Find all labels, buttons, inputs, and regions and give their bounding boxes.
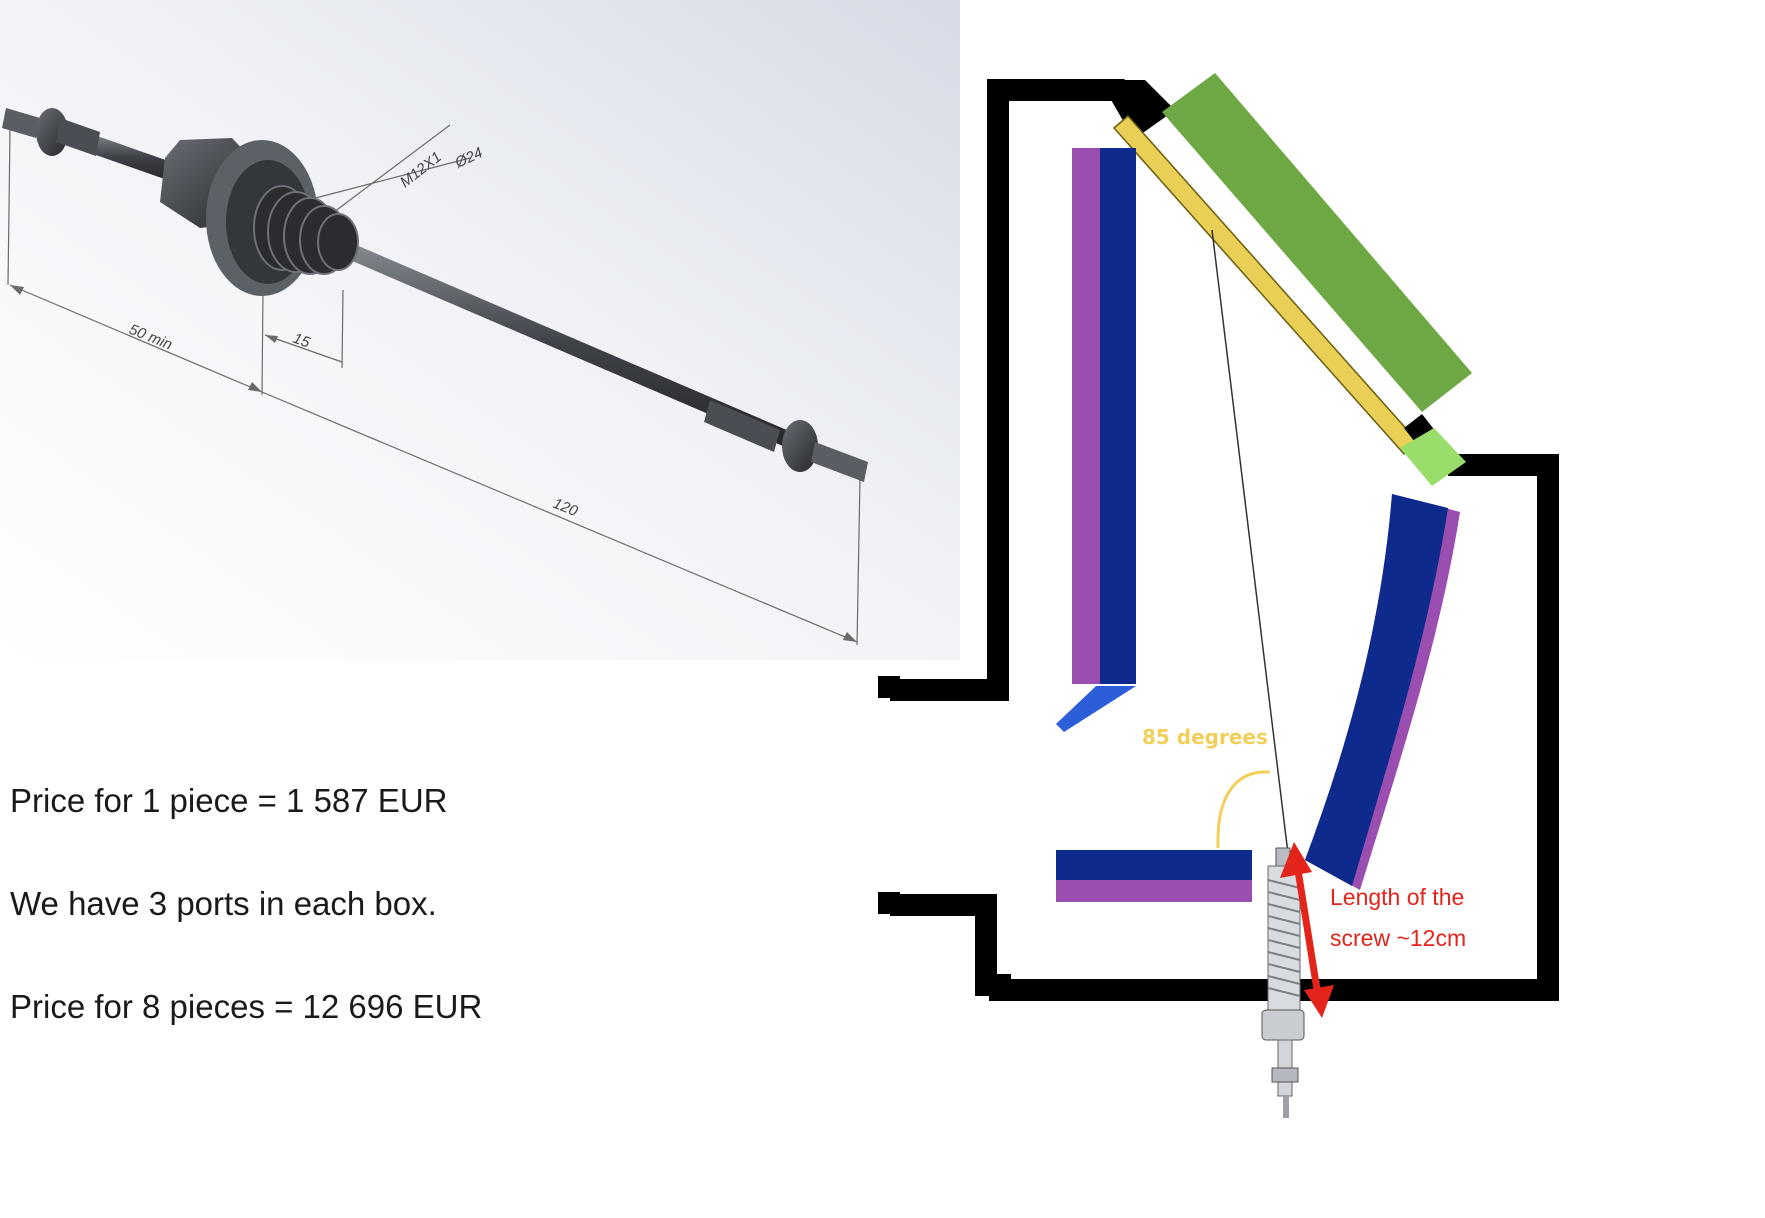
nut-length-dimension: 15 <box>291 330 313 352</box>
sight-line <box>1211 229 1291 871</box>
length-label-line1: Length of the <box>1330 884 1464 910</box>
price-eight: Price for 8 pieces = 12 696 EUR <box>10 988 483 1025</box>
detector-left <box>1056 148 1136 732</box>
angle-label: 85 degrees <box>1142 725 1268 749</box>
chamber-cross-section: 85 degrees Length of the screw ~12cm <box>878 73 1559 1118</box>
detector-bottom <box>1056 850 1252 902</box>
wall-corner <box>1112 80 1175 135</box>
window-green <box>1162 73 1472 412</box>
dimension-arrows <box>10 285 857 642</box>
dimension-lines <box>7 124 861 646</box>
render-background <box>0 0 960 660</box>
length-arrow <box>1280 842 1334 1018</box>
ports-note: We have 3 ports in each box. <box>10 885 437 922</box>
angle-arc <box>1216 770 1271 849</box>
screw-assembly <box>2 108 868 482</box>
window-yellow <box>1112 114 1420 456</box>
feedthrough-screw <box>1261 847 1305 1118</box>
cad-drawing: M12X1 Ø24 50 min 15 120 <box>0 0 960 660</box>
length-label-line2: screw ~12cm <box>1330 925 1466 951</box>
chamber-diagram: 85 degrees Length of the screw ~12cm <box>870 60 1765 1218</box>
feedthrough-render: M12X1 Ø24 50 min 15 120 <box>0 0 960 660</box>
detector-right <box>1305 494 1460 890</box>
window-light-green <box>1400 428 1466 486</box>
price-single: Price for 1 piece = 1 587 EUR <box>10 782 448 819</box>
